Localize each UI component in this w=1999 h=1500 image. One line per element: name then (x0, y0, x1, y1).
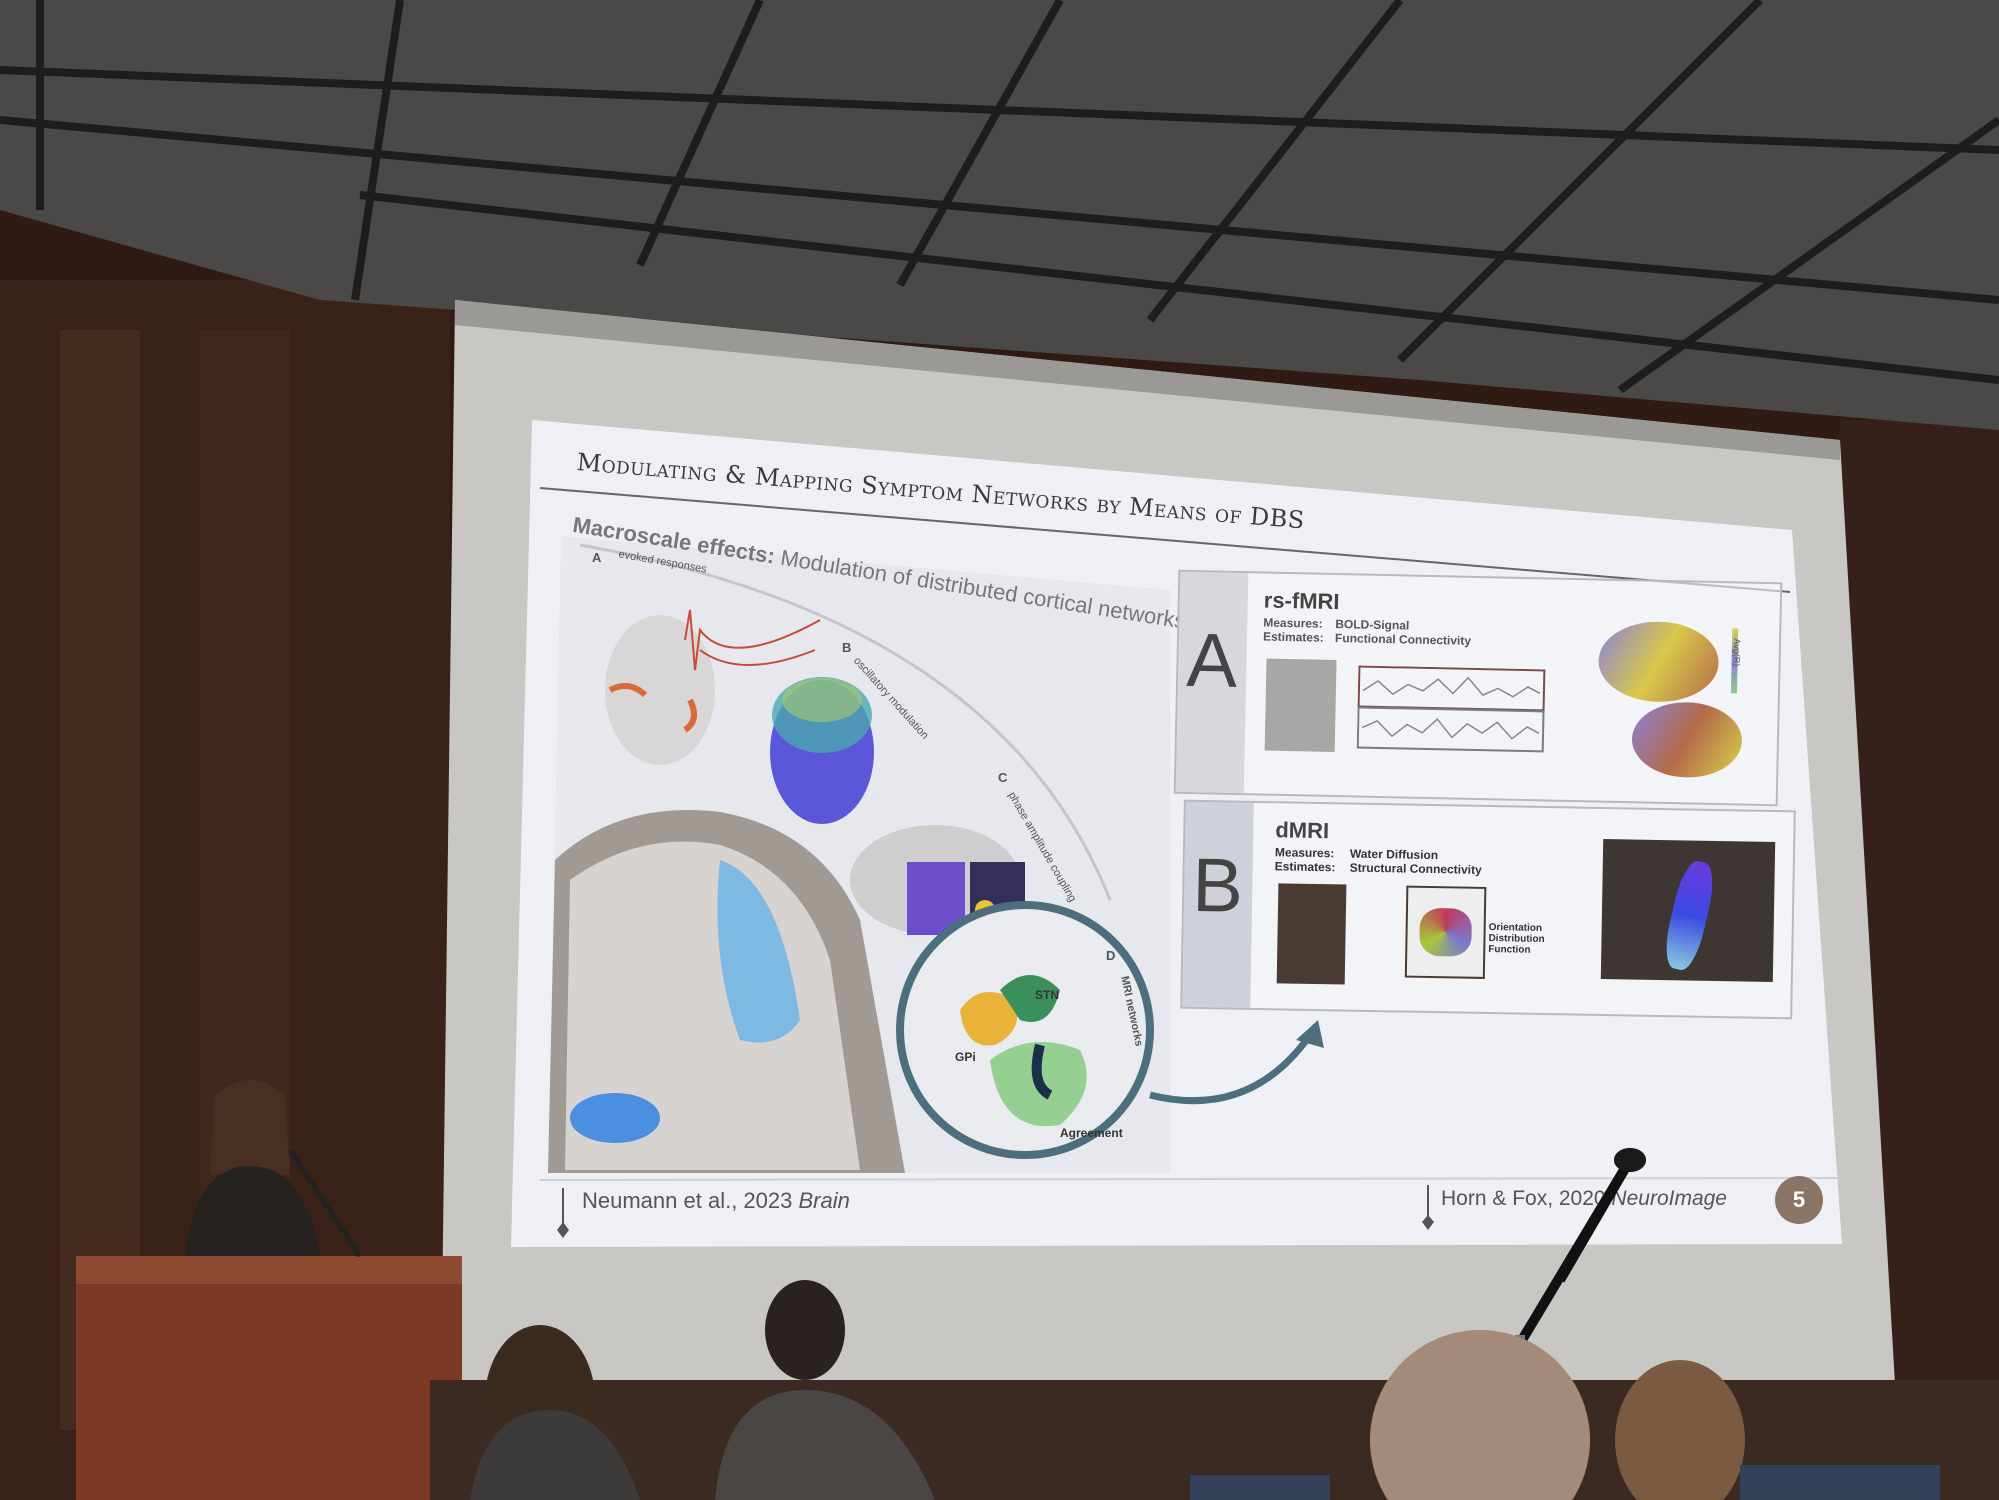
connectivity-brain-lateral (1597, 620, 1720, 704)
panel-c-letter: C (998, 770, 1008, 785)
panel-a-letter: A (592, 550, 602, 565)
measures-value: Water Diffusion (1349, 846, 1439, 863)
colorbar-label: Avg(R) (1731, 638, 1743, 667)
estimates-value: Functional Connectivity (1334, 630, 1472, 648)
odf-label-1: Orientation (1488, 922, 1543, 934)
panel-dmri: B dMRI Measures:Estimates: Water Diffusi… (1180, 799, 1796, 1020)
left-citation: Neumann et al., 2023 Brain (582, 1188, 850, 1214)
panel-b-big-letter: B (1191, 842, 1244, 929)
stn-label: STN (1035, 988, 1059, 1002)
panel-rs-fmri: A rs-fMRI Measures:Estimates: BOLD-Signa… (1173, 569, 1783, 807)
fiber-tract (717, 860, 800, 1043)
dmri-tractography-image (1276, 883, 1347, 985)
agreement-label: Agreement (1060, 1126, 1123, 1140)
estimates-label: Estimates: (1274, 859, 1336, 875)
dmri-title: dMRI (1275, 817, 1330, 844)
odf-glyph-image (1404, 885, 1487, 979)
arrow-icon (1149, 1032, 1313, 1105)
bold-signal-traces (1356, 665, 1546, 753)
left-citation-journal: Brain (798, 1188, 850, 1213)
fmri-brain-image (1264, 658, 1337, 753)
odf-label-3: Function (1488, 944, 1531, 956)
audience-member (1370, 1330, 1590, 1500)
gpi-label: GPi (955, 1050, 976, 1064)
measures-value: BOLD-Signal (1335, 616, 1410, 633)
audience-member (765, 1280, 845, 1380)
mri-networks-circle (896, 901, 1154, 1159)
panel-d-letter: D (1106, 948, 1116, 963)
audience-member (1615, 1360, 1745, 1500)
rs-fmri-title: rs-fMRI (1263, 587, 1340, 615)
panel-a-big-letter: A (1185, 617, 1239, 704)
right-citation-journal: NeuroImage (1611, 1187, 1727, 1210)
measures-label: Measures: (1274, 845, 1335, 861)
connectivity-brain-medial (1631, 701, 1743, 779)
estimates-value: Structural Connectivity (1349, 860, 1482, 877)
measures-label: Measures: (1263, 615, 1323, 631)
page-number-badge: 5 (1775, 1176, 1823, 1224)
panel-b-letter: B (842, 640, 852, 655)
podium (76, 1256, 462, 1500)
tract-on-brain-image (1600, 839, 1776, 982)
left-citation-authors: Neumann et al., 2023 (582, 1188, 799, 1213)
estimates-label: Estimates: (1262, 629, 1324, 645)
podium-microphone (287, 1148, 363, 1258)
right-citation: Horn & Fox, 2020 NeuroImage (1441, 1187, 1727, 1211)
right-citation-authors: Horn & Fox, 2020 (1441, 1187, 1612, 1210)
